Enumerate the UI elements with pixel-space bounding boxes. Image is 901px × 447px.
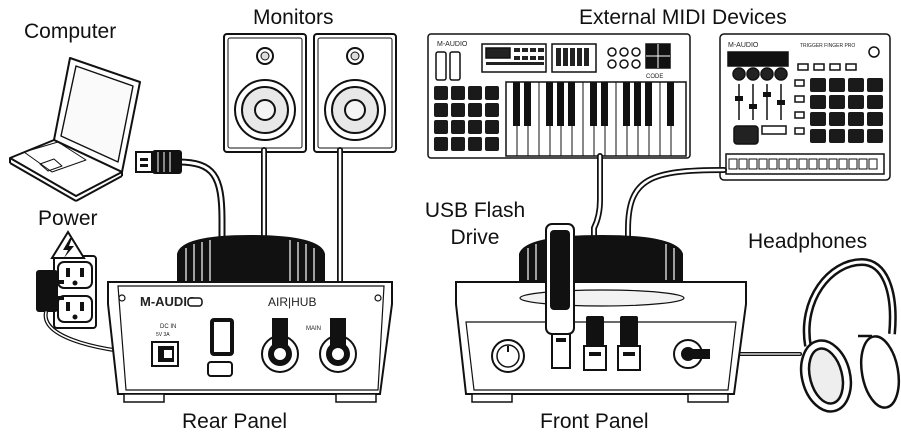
usb-flash-drive: [545, 223, 575, 369]
headphone-jack: [673, 339, 710, 369]
pad-controller: M-AUDIO TRIGGER FINGER PRO: [719, 33, 891, 181]
keyboard-pad-grid: [434, 86, 499, 151]
midi-keyboard: M-AUDIO CODE: [427, 33, 691, 159]
label-headphones: Headphones: [748, 230, 868, 253]
rear-panel-brand: M-AUDIO: [140, 294, 197, 309]
keyboard-brand: M-AUDIO: [437, 41, 468, 48]
electrical-warning-icon: [50, 230, 86, 259]
usb-plug-laptop: [135, 150, 182, 174]
pad-controller-brand: M-AUDIO: [728, 42, 759, 49]
headphones-illustration: [799, 257, 901, 413]
label-computer: Computer: [24, 20, 117, 43]
monitor-right: [313, 33, 397, 153]
power-adapter: [36, 270, 64, 312]
monitor-left: [223, 33, 307, 153]
label-power: Power: [38, 207, 98, 230]
label-front-panel: Front Panel: [540, 410, 649, 433]
label-usb-flash-drive-line2: Drive: [450, 226, 500, 249]
label-usb-flash-drive-line1: USB Flash: [424, 199, 526, 222]
laptop-illustration: [9, 57, 141, 202]
volume-knob: [491, 339, 525, 373]
usb-a-plug-front-1: [583, 316, 607, 371]
dc-in-label: DC IN: [160, 324, 176, 330]
keyboard-code-label: CODE: [646, 74, 663, 80]
pad-controller-pad-grid: [810, 78, 883, 143]
rear-panel-device: [107, 234, 393, 403]
usb-a-plug-front-2: [617, 316, 641, 371]
main-output-right-jack: [319, 318, 357, 373]
power-outlet: [53, 255, 97, 329]
label-monitors: Monitors: [253, 6, 334, 29]
usb-b-port: [207, 318, 234, 377]
label-rear-panel: Rear Panel: [182, 410, 288, 433]
main-output-left-jack: [261, 318, 299, 373]
main-outputs-label: MAIN: [306, 326, 321, 332]
dc-in-jack: [151, 341, 179, 367]
dc-in-rating: 5V 3A: [156, 332, 170, 338]
pad-controller-model: TRIGGER FINGER PRO: [800, 43, 855, 49]
label-external-midi-devices: External MIDI Devices: [579, 6, 787, 29]
rear-panel-model: AIR|HUB: [268, 295, 316, 309]
rear-panel-lock-slot: [187, 297, 203, 307]
